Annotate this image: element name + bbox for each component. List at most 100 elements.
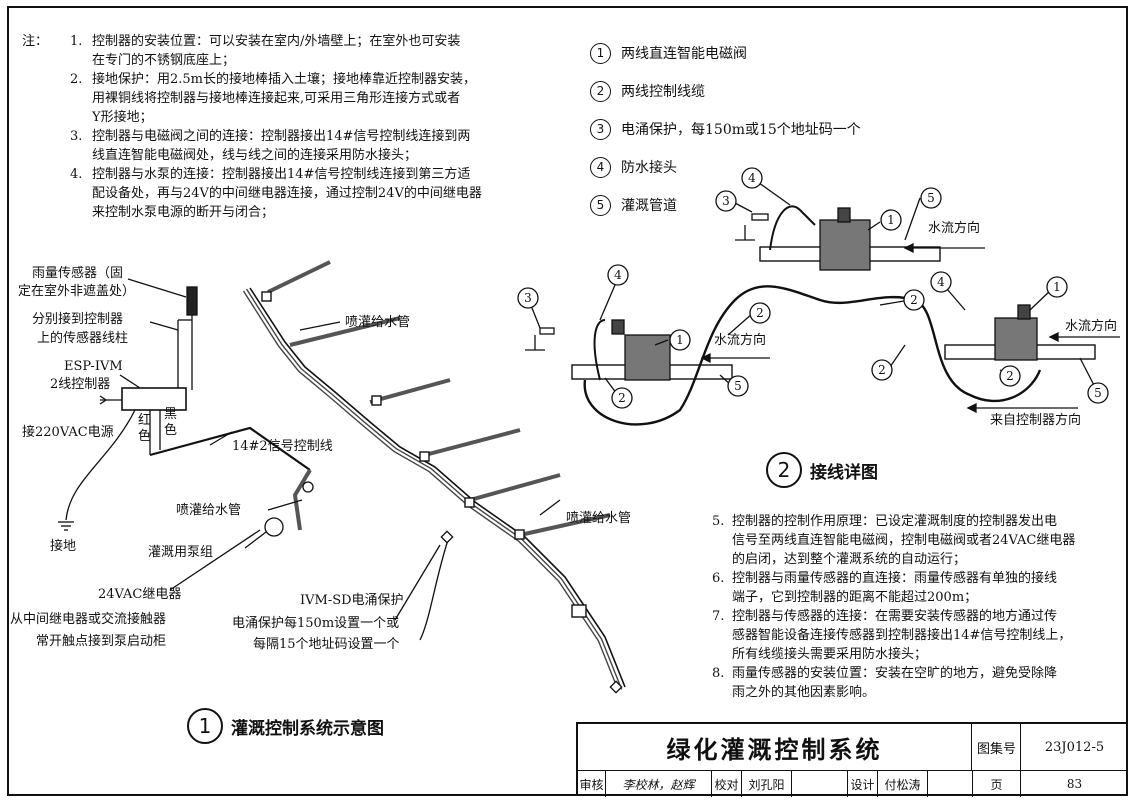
note-number: 7. xyxy=(712,609,725,624)
design-signature xyxy=(928,771,973,797)
svg-text:1: 1 xyxy=(676,333,684,347)
label-surge-3: 每隔15个地址码设置一个 xyxy=(253,636,400,652)
note-line: 线直连智能电磁阀处，线与线之间的连接采用防水接头； xyxy=(22,146,502,165)
page-number: 83 xyxy=(1066,777,1083,791)
note-number: 5. xyxy=(712,514,725,529)
note-lead: 注： xyxy=(22,34,49,49)
svg-text:1: 1 xyxy=(887,213,895,227)
note-line: 信号至两线直连智能电磁阀，控制电磁阀或者24VAC继电器 xyxy=(712,531,1114,550)
note-text: 在专门的不锈钢底座上； xyxy=(92,53,236,68)
note-text: Y形接地； xyxy=(92,110,153,125)
note-text: 来控制水泵电源的断开与闭合； xyxy=(92,205,275,220)
note-number: 3. xyxy=(70,129,83,144)
svg-text:1: 1 xyxy=(1053,280,1061,294)
svg-text:5: 5 xyxy=(927,191,935,205)
note-text: 控制器的控制作用原理：已设定灌溉制度的控制器发出电 xyxy=(732,514,1058,529)
check-name: 刘孔阳 xyxy=(742,771,792,797)
caption-2-number: 2 xyxy=(766,452,802,488)
note-text: 控制器与雨量传感器的直连接：雨量传感器有单独的接线 xyxy=(732,571,1058,586)
legend-number: 5 xyxy=(590,194,611,216)
note-line: 雨之外的其他因素影响。 xyxy=(712,683,1114,702)
note-text: 信号至两线直连智能电磁阀，控制电磁阀或者24VAC继电器 xyxy=(732,533,1076,548)
label-red-wire-2: 色 xyxy=(138,428,151,444)
pump-icon xyxy=(264,517,284,537)
label-sprinkler-pipe-a: 喷灌给水管 xyxy=(345,315,410,330)
svg-text:4: 4 xyxy=(614,268,622,282)
note-line: 所有线缆接头需要采用防水接头； xyxy=(712,645,1114,664)
note-number: 6. xyxy=(712,571,725,586)
label-black-wire: 黑 xyxy=(164,407,177,422)
label-surge-1: IVM-SD电涌保护 xyxy=(300,593,404,608)
svg-text:2: 2 xyxy=(1006,369,1014,383)
design-label: 设计 xyxy=(848,771,878,797)
note-line: 6. 控制器与雨量传感器的直连接：雨量传感器有单独的接线 xyxy=(712,569,1114,588)
label-signal-wire: 14#2信号控制线 xyxy=(232,439,333,454)
caption-1-number: 1 xyxy=(187,708,223,744)
notes-top: 注： 1. 控制器的安装位置：可以安装在室内/外墙壁上；在室外也可安装在专门的不锈钢… xyxy=(22,32,502,222)
atlas-label: 图集号 xyxy=(973,724,1021,770)
svg-text:2: 2 xyxy=(878,363,886,377)
svg-text:4: 4 xyxy=(748,171,756,185)
legend-number: 2 xyxy=(590,80,611,102)
note-text: 配设备处，再与24V的中间继电器连接，通过控制24V的中间继电器 xyxy=(92,186,482,201)
note-number: 1. xyxy=(70,34,83,49)
label-relay-1: 24VAC继电器 xyxy=(98,587,181,602)
note-line: 4. 控制器与水泵的连接：控制器接出14#信号控制线连接到第三方适 xyxy=(22,165,502,184)
legend-text: 防水接头 xyxy=(621,160,677,176)
note-line: 在专门的不锈钢底座上； xyxy=(22,51,502,70)
design-name: 付松涛 xyxy=(878,771,928,797)
note-text: 控制器与水泵的连接：控制器接出14#信号控制线连接到第三方适 xyxy=(92,167,471,182)
note-line: 端子，它到控制器的距离不能超过200m； xyxy=(712,588,1114,607)
label-flow-b: 水流方向 xyxy=(714,332,766,348)
label-rain-sensor-2: 定在室外非遮盖处） xyxy=(18,283,135,299)
label-ground: 接地 xyxy=(50,538,76,554)
note-line: 的启闭，达到整个灌溉系统的自动运行； xyxy=(712,550,1114,569)
drawing-frame xyxy=(7,6,1128,796)
drawing-title: 绿化灌溉控制系统 xyxy=(578,724,972,770)
svg-text:3: 3 xyxy=(722,194,730,208)
caption-1-text: 灌溉控制系统示意图 xyxy=(231,718,384,739)
note-text: 用裸铜线将控制器与接地棒连接起来,可采用三角形连接方式或者 xyxy=(92,91,461,106)
svg-text:2: 2 xyxy=(618,391,626,405)
label-pump: 灌溉用泵组 xyxy=(148,545,213,560)
label-flow-c: 水流方向 xyxy=(1065,318,1117,334)
svg-text:2: 2 xyxy=(910,293,918,307)
atlas-number: 23J012-5 xyxy=(1044,739,1105,755)
note-number: 4. xyxy=(70,167,83,182)
note-line: 3. 控制器与电磁阀之间的连接：控制器接出14#信号控制线连接到两 xyxy=(22,127,502,146)
label-controller-1: ESP-IVM xyxy=(64,359,123,374)
check-signature xyxy=(792,771,848,797)
note-text: 线直连智能电磁阀处，线与线之间的连接采用防水接头； xyxy=(92,148,418,163)
note-text: 控制器的安装位置：可以安装在室内/外墙壁上；在室外也可安装 xyxy=(92,34,461,49)
note-text: 端子，它到控制器的距离不能超过200m； xyxy=(732,590,978,605)
note-line: 8.雨量传感器的安装位置：安装在空旷的地方，避免受除降 xyxy=(712,664,1114,683)
review-label: 审核 xyxy=(578,771,606,797)
legend-item: 4 防水接头 xyxy=(590,148,861,186)
label-flow-a: 水流方向 xyxy=(928,220,980,236)
note-line: 2.接地保护：用2.5m长的接地棒插入土壤；接地棒靠近控制器安装， xyxy=(22,70,502,89)
notes-bottom: 5. 控制器的控制作用原理：已设定灌溉制度的控制器发出电信号至两线直连智能电磁阀，… xyxy=(712,512,1114,702)
svg-text:3: 3 xyxy=(524,291,532,305)
label-sprinkler-pipe-b: 喷灌给水管 xyxy=(176,503,241,518)
note-line: 注： 1. 控制器的安装位置：可以安装在室内/外墙壁上；在室外也可安装 xyxy=(22,32,502,51)
label-relay-2: 从中间继电器或交流接触器 xyxy=(10,611,166,627)
note-number: 2. xyxy=(70,72,83,87)
svg-text:5: 5 xyxy=(734,379,742,393)
label-rain-sensor-1: 雨量传感器（固 xyxy=(32,265,123,281)
caption-2-text: 接线详图 xyxy=(810,462,878,483)
label-sensor-post-1: 分别接到控制器 xyxy=(32,311,123,327)
label-power: 接220VAC电源 xyxy=(22,424,114,440)
label-controller-2: 2线控制器 xyxy=(50,377,110,392)
caption-diagram-1: 1 灌溉控制系统示意图 xyxy=(187,708,384,744)
controller-box xyxy=(121,387,187,411)
label-surge-2: 电涌保护每150m设置一个或 xyxy=(232,615,399,631)
legend-text: 电涌保护，每150m或15个地址码一个 xyxy=(621,122,861,138)
note-text: 控制器与传感器的连接：在需要安装传感器的地方通过传 xyxy=(732,609,1058,624)
svg-text:5: 5 xyxy=(1094,386,1102,400)
note-text: 控制器与电磁阀之间的连接：控制器接出14#信号控制线连接到两 xyxy=(92,129,471,144)
